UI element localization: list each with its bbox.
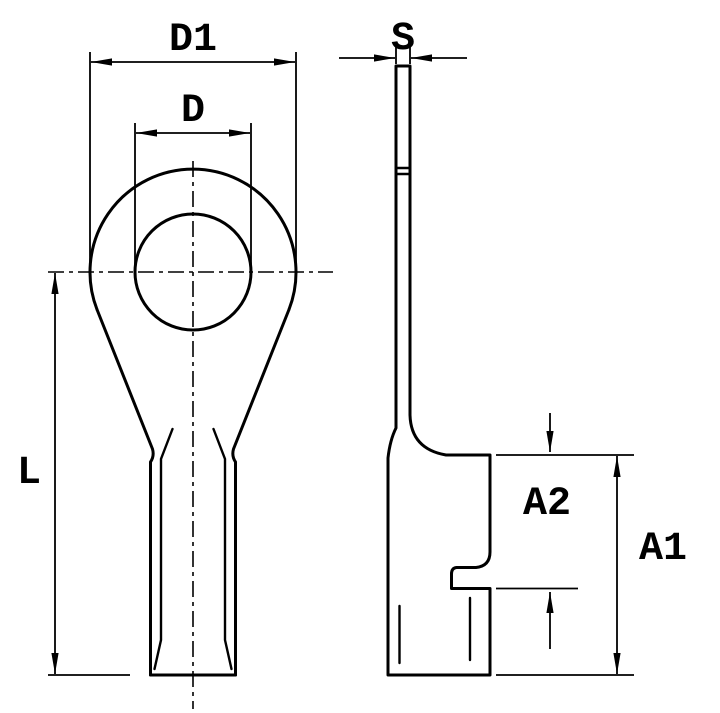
ring-hole: [133, 212, 253, 332]
dimension-d: D: [134, 89, 252, 268]
dimension-label-a1: A1: [639, 527, 687, 572]
side-view: [386, 64, 492, 677]
dimension-s: S: [339, 17, 467, 64]
dimension-label-d: D: [181, 89, 205, 134]
barrel-inner-wall-right: [212, 427, 233, 671]
centerlines: [48, 161, 333, 709]
left-taper-edge: [95, 308, 155, 677]
front-view: [88, 167, 298, 677]
side-profile-outline: [386, 64, 492, 677]
barrel-inner-wall-left: [153, 427, 174, 671]
dimension-d1: D1: [89, 18, 297, 268]
dimension-a2: A2: [496, 413, 634, 649]
dimension-label-a2: A2: [523, 482, 571, 527]
dimension-label-d1: D1: [169, 18, 217, 63]
dimension-l: L: [17, 273, 130, 676]
dimension-label-l: L: [17, 451, 41, 496]
ring-outer-arc: [88, 167, 298, 311]
dimension-a1: A1: [496, 456, 687, 676]
dimension-label-s: S: [391, 17, 415, 62]
right-taper-edge: [231, 308, 291, 677]
